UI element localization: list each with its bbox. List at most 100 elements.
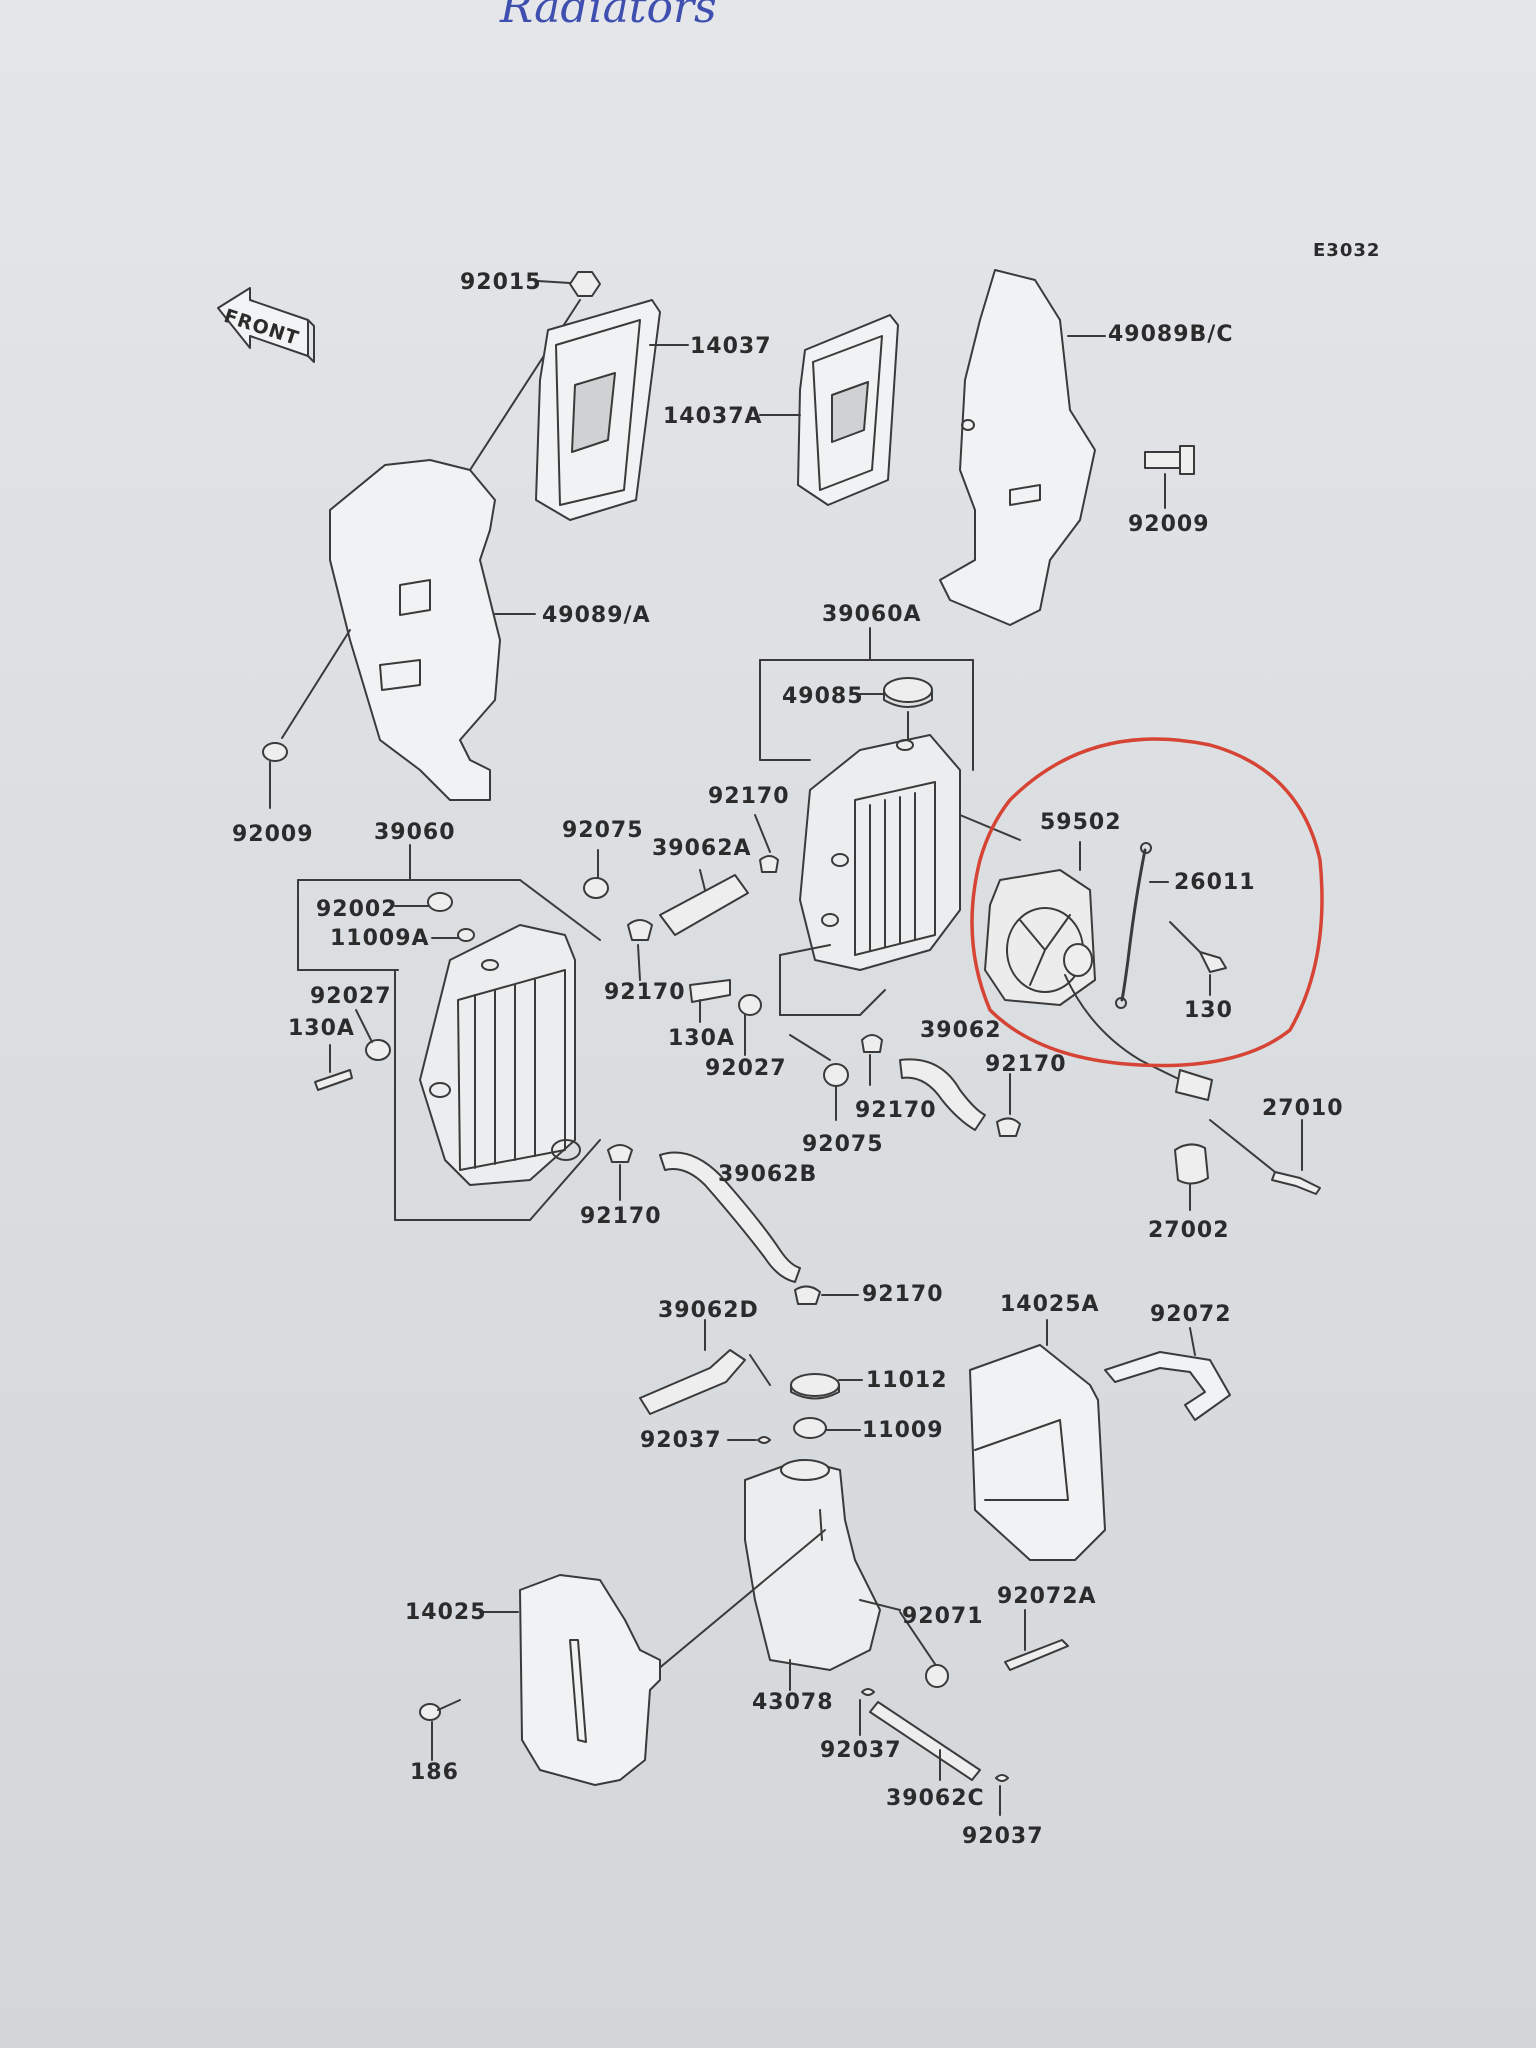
fan-assembly-59502-icon [984,841,1213,1101]
part-label: 43078 [752,1690,834,1715]
part-label: 39062D [658,1298,759,1323]
cap-11012-icon [790,1373,863,1400]
bolt-186-icon [419,1699,461,1761]
hose-39062b-icon [659,1151,801,1283]
clamp-92170-a-icon [754,814,779,873]
part-label: 92015 [460,270,542,295]
part-label: 39062A [652,836,752,861]
collar-92027-a-icon [355,1009,391,1061]
part-label: 92072 [1150,1302,1232,1327]
part-label: 92037 [640,1428,722,1453]
part-label: 130A [668,1026,735,1051]
part-label: 92170 [604,980,686,1005]
part-label: 49089/A [542,603,651,628]
hose-39062c-icon [869,1701,981,1781]
radiator-cap-49085-icon [859,677,933,741]
part-label: 92170 [708,784,790,809]
collar-92027-b-icon [738,994,762,1056]
part-label: 59502 [1040,810,1122,835]
radiator-shroud-49089bc-icon [939,269,1106,626]
part-label: 49089B/C [1108,322,1234,347]
hose-39062-icon [899,1058,986,1131]
part-label: 14025 [405,1600,487,1625]
radiator-screen-14037a-icon [759,314,899,506]
part-label: 39060A [822,602,922,627]
part-label: 39062B [718,1162,818,1187]
part-label: 11012 [866,1368,948,1393]
clip-92037-a-icon [727,1436,771,1444]
part-label: 92170 [985,1052,1067,1077]
clamp-92170-b-icon [627,919,653,981]
part-label: 92072A [997,1584,1097,1609]
part-label: 130A [288,1016,355,1041]
reservoir-tank-43078-icon [614,1459,901,1706]
clamp-92170-c-icon [861,1034,883,1086]
bolt-92009-top-icon [1144,445,1195,509]
part-label: 27002 [1148,1218,1230,1243]
diagram-code: E3032 [1313,240,1381,261]
cover-14025a-icon [969,1319,1106,1561]
clip-92037-c-icon [995,1774,1009,1816]
part-label: 92027 [705,1056,787,1081]
group-bracket-39060a [759,627,974,771]
bolt-130-icon [1169,921,1227,996]
clip-92037-b-icon [859,1688,875,1736]
grommet-92071-icon [899,1611,949,1688]
front-arrow-icon [217,287,315,363]
part-label: 11009 [862,1418,944,1443]
part-label: 14025A [1000,1292,1100,1317]
part-label: 92009 [1128,512,1210,537]
switch-27010-icon [1209,1119,1321,1195]
side-cover-14025-icon [479,1574,661,1786]
hose-39062a-icon [659,869,749,936]
part-label: 27010 [1262,1096,1344,1121]
ground-lead-26011-icon [1115,842,1169,1009]
highlight-circle [970,737,1324,1068]
clamp-92170-f-icon [794,1285,859,1305]
clamp-92170-d-icon [996,1073,1021,1137]
part-label: 39062C [886,1786,985,1811]
grommet-92075-b-icon [823,1063,849,1121]
bolt-130a-a-icon [314,1044,353,1091]
part-label: 92075 [802,1132,884,1157]
radiator-shroud-49089a-icon [281,459,536,801]
bolt-130a-b-icon [689,979,731,1023]
part-label: 92170 [855,1098,937,1123]
part-label: 92075 [562,818,644,843]
part-label: 186 [410,1760,459,1785]
bolt-92002-icon [394,892,453,912]
part-label: 92009 [232,822,314,847]
part-label: 92027 [310,984,392,1009]
part-label: 26011 [1174,870,1256,895]
part-label: 92071 [902,1604,984,1629]
strap-92072a-icon [1004,1609,1069,1671]
part-label: 92170 [862,1282,944,1307]
part-label: 14037A [663,404,763,429]
part-label: 49085 [782,684,864,709]
radiator-left-39060-icon [419,924,581,1186]
gasket-11009-icon [793,1417,861,1439]
part-label: 130 [1184,998,1233,1023]
group-bracket-39060 [297,844,601,1221]
bolt-92009-left-icon [262,742,288,809]
part-label: 14037 [690,334,772,359]
fitting-27002-icon [1174,1143,1209,1211]
part-label: 92170 [580,1204,662,1229]
handwritten-title: Radiators [500,0,717,33]
clamp-92170-e-icon [607,1144,633,1201]
radiator-screen-14037-icon [535,299,689,521]
part-label: 39060 [374,820,456,845]
radiator-right-39060a-icon [799,734,1021,971]
part-label: 39062 [920,1018,1002,1043]
washer-11009a-icon [431,928,475,942]
bracket-lines-center [779,944,886,1061]
strap-92072-icon [1104,1327,1231,1421]
part-label: 92037 [820,1738,902,1763]
grommet-92075-a-icon [583,849,609,899]
part-label: 11009A [330,926,430,951]
part-label: 92037 [962,1824,1044,1849]
hose-39062d-icon [639,1319,771,1415]
part-label: 92002 [316,897,398,922]
